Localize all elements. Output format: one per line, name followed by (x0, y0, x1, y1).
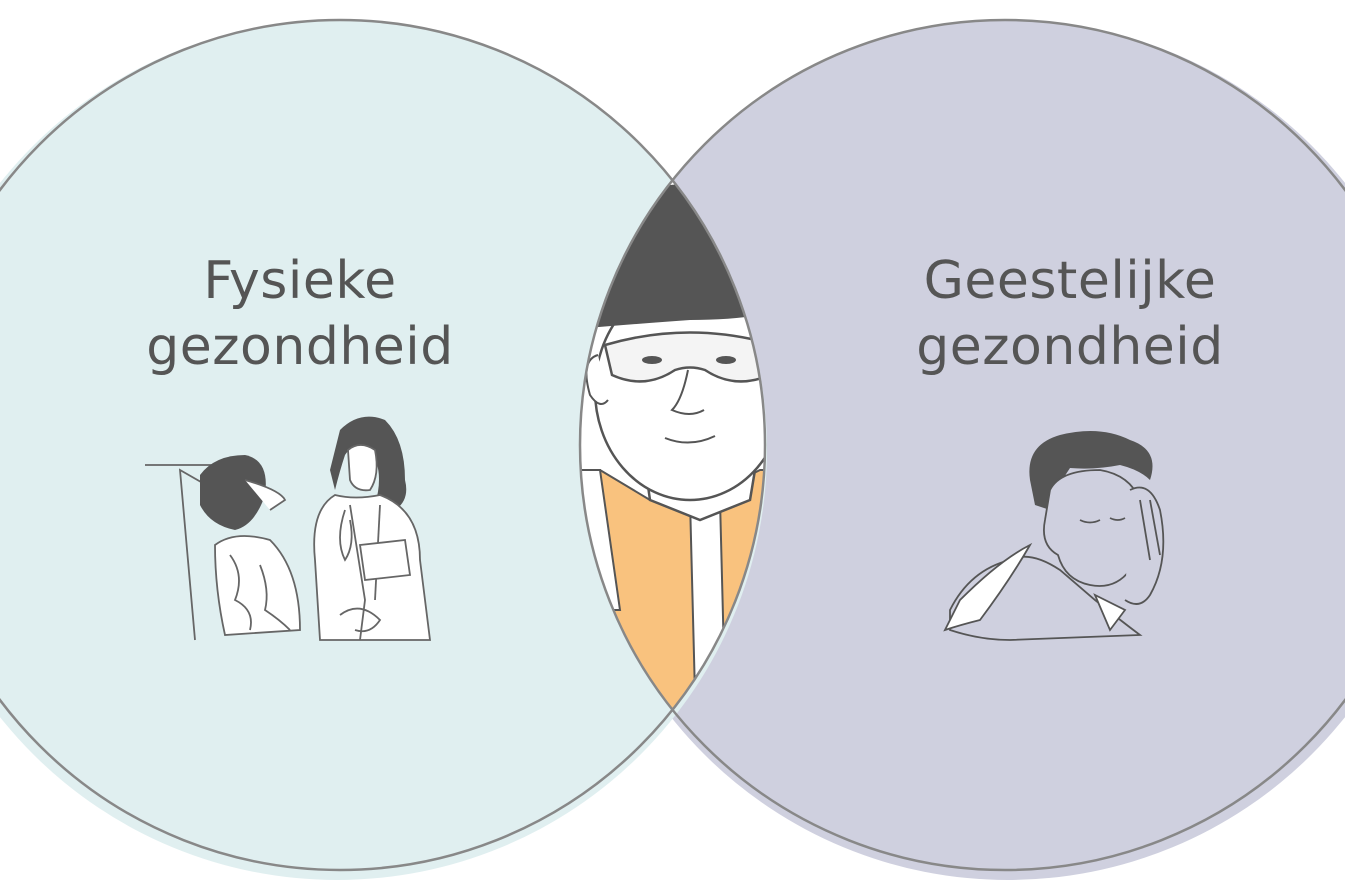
right-label-line2: gezondheid (916, 317, 1224, 377)
right-label-line1: Geestelijke (923, 251, 1217, 311)
left-label-line2: gezondheid (146, 317, 454, 377)
stressed-man-illustration (943, 431, 1165, 641)
left-circle-label: Fysieke gezondheid (110, 248, 490, 380)
right-circle-outline (578, 18, 1345, 872)
right-circle-fill (578, 20, 1345, 880)
right-circle-label: Geestelijke gezondheid (880, 248, 1260, 380)
left-circle-outline (0, 18, 767, 872)
doctor-patient-illustration (145, 416, 432, 641)
left-label-line1: Fysieke (203, 251, 397, 311)
